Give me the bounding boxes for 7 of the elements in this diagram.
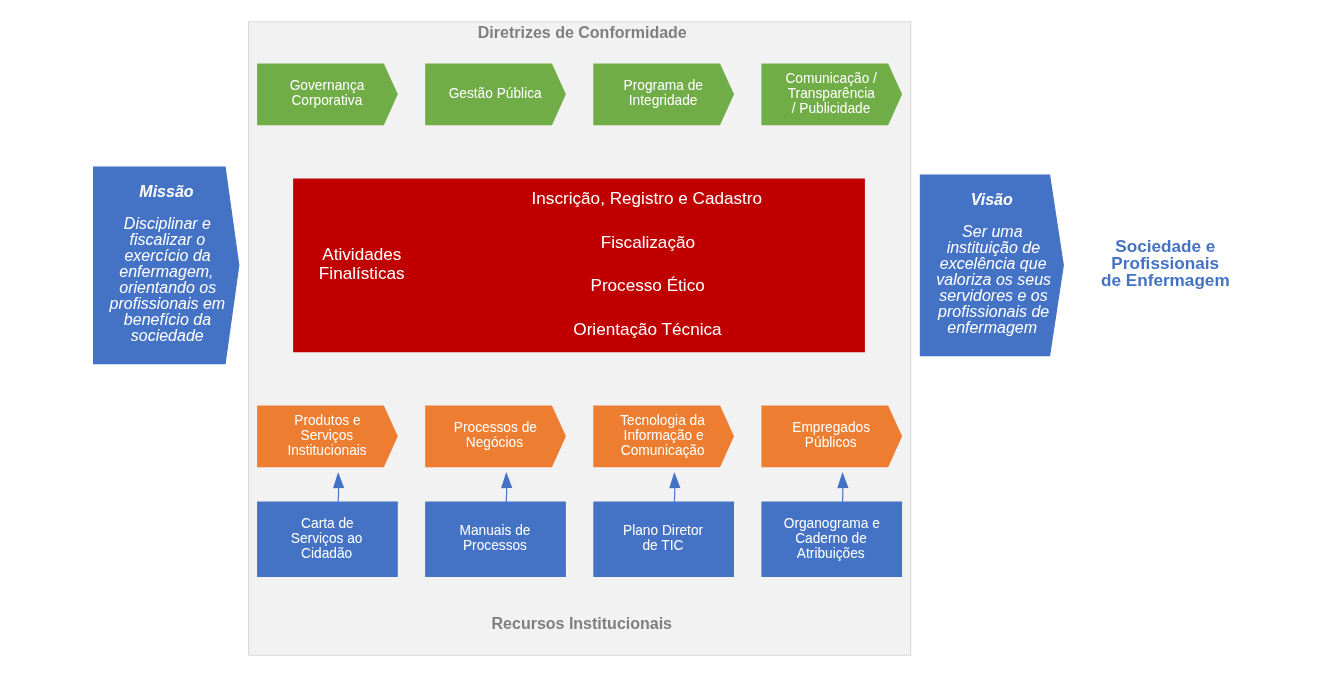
node-box: Manuais de Processos	[424, 501, 566, 577]
node-box: Atividades Finalísticas Inscrição, Registro e Cadastro Fiscalização Processo Ético Orientação Técnica	[292, 178, 865, 353]
node-box: Organograma e Caderno de Atribuições	[760, 501, 902, 577]
arrow	[836, 472, 848, 503]
node-box: Carta de Serviços ao Cidadão	[256, 501, 398, 577]
node-text: Sociedade e Profissionais de Enfermagem	[1100, 236, 1230, 291]
node-box: Plano Diretor de TIC	[592, 501, 734, 577]
